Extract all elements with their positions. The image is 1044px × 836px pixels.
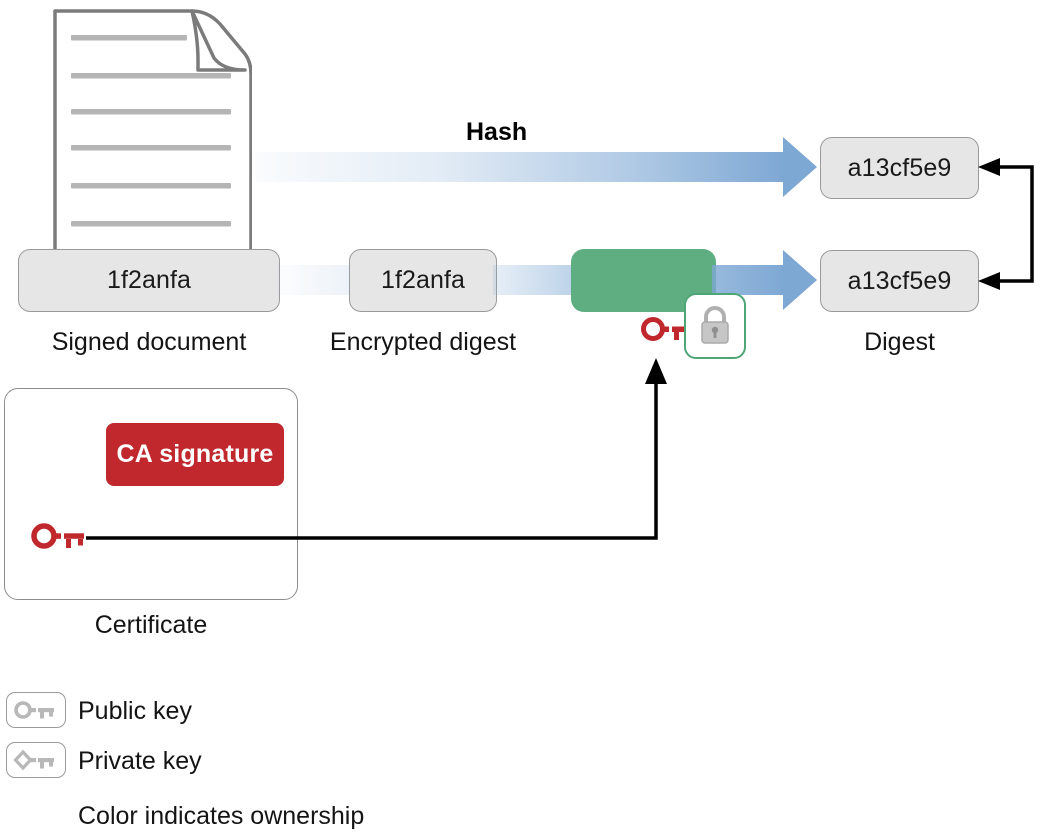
compare-bracket — [975, 150, 1044, 305]
encrypted-digest-inbound-band — [276, 265, 358, 295]
padlock-icon — [701, 306, 729, 344]
digest-box-bottom: a13cf5e9 — [820, 250, 979, 312]
digest-caption: Digest — [864, 328, 935, 356]
encrypted-digest-value: 1f2anfa — [380, 266, 466, 294]
signed-document-caption: Signed document — [51, 328, 247, 356]
encrypted-digest-box: 1f2anfa — [349, 249, 497, 312]
legend-private-key-label: Private key — [78, 747, 202, 775]
digest-box-top: a13cf5e9 — [820, 137, 979, 199]
decrypt-arrow-shaft — [712, 265, 783, 295]
lock-badge — [684, 293, 746, 359]
legend-public-key-chip — [6, 692, 66, 728]
private-key-icon — [13, 749, 54, 771]
ca-signature-badge: CA signature — [106, 423, 284, 486]
hash-label: Hash — [466, 118, 528, 146]
hash-arrow-shaft — [255, 152, 783, 182]
certificate-to-decrypt-arrow — [86, 352, 676, 552]
public-key-icon — [14, 701, 54, 719]
legend-private-key-chip — [6, 742, 66, 778]
legend-note: Color indicates ownership — [78, 802, 365, 830]
legend-public-key-label: Public key — [78, 697, 192, 725]
digest-top-value: a13cf5e9 — [847, 153, 952, 182]
signed-document-digest-value: 1f2anfa — [106, 266, 192, 294]
ca-signature-label: CA signature — [116, 440, 274, 468]
digest-bottom-value: a13cf5e9 — [847, 266, 952, 295]
signed-document-icon — [52, 8, 252, 270]
certificate-caption: Certificate — [94, 611, 208, 639]
certificate-public-key-icon — [30, 519, 90, 558]
encrypted-digest-caption: Encrypted digest — [329, 328, 517, 356]
signed-document-digest-box: 1f2anfa — [18, 249, 280, 312]
decrypt-arrow-head — [783, 250, 817, 310]
hash-arrow-head — [783, 137, 817, 197]
decrypt-inbound-band — [493, 265, 583, 295]
